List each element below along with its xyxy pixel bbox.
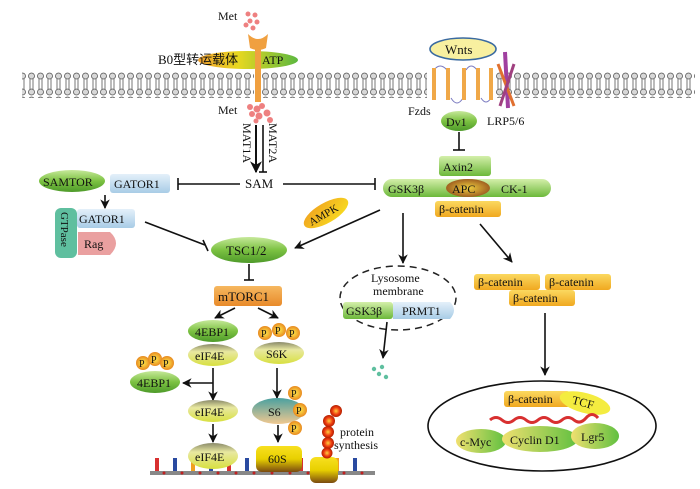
- s6-label: S6: [268, 405, 281, 419]
- met-extracellular: Met: [218, 9, 260, 31]
- gsk-tsc-arrow: [294, 209, 381, 249]
- nucleus: β-catenin TCF c-Myc Cyclin D1 Lgr5: [427, 380, 657, 472]
- gsk3b-label: GSK3β: [388, 182, 424, 196]
- tsc-label: TSC1/2: [226, 243, 266, 258]
- cell-membrane: [22, 72, 695, 98]
- cyclin-label: Cyclin D1: [510, 433, 560, 447]
- bcat-1-label: β-catenin: [478, 275, 523, 289]
- protein-chain-icon: [321, 405, 342, 459]
- transporter-label: B0型转运载体: [158, 52, 238, 67]
- wnts-ligand: Wnts: [429, 37, 497, 61]
- gator1-label-b: GATOR1: [79, 212, 125, 226]
- membrane-label: membrane: [373, 284, 424, 298]
- mtorc1-label: mTORC1: [218, 289, 269, 304]
- svg-text:P: P: [275, 326, 281, 337]
- 4ebp1-eif4e-complex: 4EBP1 eIF4E: [188, 320, 238, 366]
- nucleotide: [155, 458, 159, 471]
- tcf-label: TCF: [571, 393, 596, 412]
- lrp-receptor: [496, 51, 516, 109]
- ampk-node: AMPK: [303, 197, 349, 229]
- dna-strand-icon: [489, 413, 600, 424]
- mat1a-label: MAT1A: [240, 123, 254, 163]
- svg-text:P: P: [151, 355, 157, 366]
- gtpase-complex: GTPase GATOR1 Rag: [55, 208, 135, 258]
- svg-text:P: P: [139, 359, 145, 370]
- svg-text:P: P: [296, 406, 302, 417]
- nucleotide: [191, 458, 195, 471]
- samtor-complex: SAMTOR GATOR1: [39, 170, 170, 193]
- met-inside-label: Met: [218, 103, 238, 117]
- gtpase-label: GTPase: [58, 212, 70, 247]
- p-s6k: P P P S6K: [254, 323, 304, 364]
- svg-text:P: P: [291, 424, 297, 435]
- bcatenin-accumulation: β-catenin β-catenin β-catenin: [474, 274, 611, 306]
- mtorc1-node: mTORC1: [214, 286, 282, 306]
- destruction-complex: Axin2 GSK3β APC CK-1 β-catenin: [383, 156, 551, 217]
- eif4e-node-b: [188, 400, 238, 422]
- met-dots-icon: [243, 11, 260, 31]
- nucleotide: [173, 458, 177, 471]
- rag-label: Rag: [84, 237, 103, 251]
- lrp-label: LRP5/6: [487, 114, 524, 128]
- met-inside-dots-icon: [247, 103, 273, 124]
- svg-text:P: P: [163, 359, 169, 370]
- met-top-label: Met: [218, 9, 238, 23]
- ribosome-60s: [256, 446, 302, 472]
- nuc-bcatenin-label: β-catenin: [508, 392, 553, 406]
- eif4e-node-c: [188, 443, 238, 469]
- ck1-label: CK-1: [501, 182, 528, 196]
- dv1-node: [441, 111, 477, 131]
- svg-text:P: P: [261, 329, 267, 340]
- s6k-label: S6K: [266, 347, 288, 361]
- gator-tsc-inhibit: [144, 221, 206, 246]
- svg-text:P: P: [289, 329, 295, 340]
- svg-text:P: P: [291, 389, 297, 400]
- nucleotide: [245, 458, 249, 471]
- p-s6: S6 P P P: [252, 386, 307, 435]
- bcat-3-label: β-catenin: [513, 291, 558, 305]
- tsc-node: TSC1/2: [211, 237, 287, 263]
- nucleotide: [353, 458, 357, 471]
- fzds-label: Fzds: [408, 104, 431, 118]
- fzd-receptor: [433, 65, 492, 104]
- lysosome: Lysosome membrane GSK3β PRMT1: [339, 265, 457, 331]
- p-4ebp1: P P P 4EBP1: [130, 352, 180, 393]
- ribosome-60s-label: 60S: [268, 452, 287, 466]
- eif4e-label-c: eIF4E: [195, 450, 224, 464]
- transporter-channel-icon: [248, 34, 268, 50]
- sam-label: SAM: [245, 176, 274, 191]
- atp-label: ATP: [262, 53, 284, 67]
- cmyc-label: c-Myc: [460, 435, 491, 449]
- synthesis-label: synthesis: [334, 438, 378, 452]
- protein-label: protein: [340, 425, 374, 439]
- fzd-helices: [432, 68, 493, 100]
- ribosome-40s: [310, 457, 338, 483]
- samtor-label: SAMTOR: [43, 175, 93, 189]
- mat2a-label: MAT2A: [266, 123, 280, 163]
- wnts-label: Wnts: [445, 42, 472, 57]
- dv1-label: Dv1: [446, 115, 467, 129]
- apc-label: APC: [452, 182, 475, 196]
- b0-transporter: B0型转运载体 ATP: [158, 34, 298, 102]
- gator1-label-a: GATOR1: [114, 177, 160, 191]
- 4ebp1-label-a: 4EBP1: [195, 325, 229, 339]
- eif4e-label-a: eIF4E: [195, 349, 224, 363]
- lgr5-label: Lgr5: [581, 430, 604, 444]
- prmt1-label: PRMT1: [402, 304, 441, 318]
- axin2-label: Axin2: [443, 160, 473, 174]
- eif4e-label-b: eIF4E: [195, 405, 224, 419]
- bcatenin-label: β-catenin: [439, 202, 484, 216]
- gsk3b-lyso-label: GSK3β: [346, 304, 382, 318]
- 4ebp1-label-b: 4EBP1: [137, 376, 171, 390]
- degraded-fragments-icon: [371, 364, 389, 380]
- bcat-2-label: β-catenin: [549, 275, 594, 289]
- lysosome-label: Lysosome: [371, 271, 420, 285]
